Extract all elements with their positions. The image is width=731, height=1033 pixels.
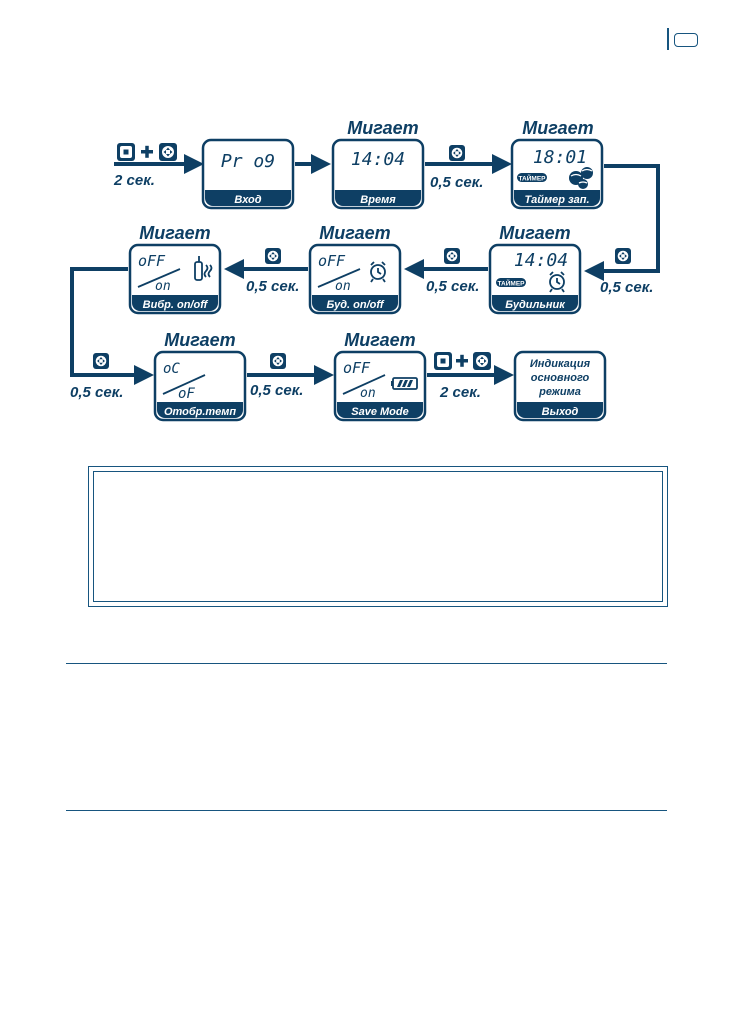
lcd-text: on — [360, 386, 376, 401]
edge-label: 0,5 сек. — [600, 279, 653, 296]
mode-button-icon — [117, 143, 135, 161]
node-label: Буд. on/off — [326, 299, 384, 311]
section-rule-top — [66, 663, 667, 664]
timer-bubbles-icon — [569, 167, 593, 189]
nav-button-icon — [449, 145, 465, 161]
node-heading: Мигает — [522, 118, 593, 138]
node-label: Выход — [542, 406, 579, 418]
edge-arrow — [70, 267, 154, 385]
lcd-slash — [342, 374, 386, 395]
lcd-text: oFF — [318, 252, 346, 270]
nav-button-icon — [265, 248, 281, 264]
node-prog: Вход Pr o9 — [201, 138, 295, 210]
node-label: Время — [360, 194, 396, 206]
section-rule-bottom — [66, 810, 667, 811]
note-box-inner — [93, 471, 663, 602]
edge-label: 2 сек. — [439, 384, 481, 401]
node-heading: Мигает — [139, 223, 210, 243]
nav-button-icon — [444, 248, 460, 264]
node-label: Вибр. on/off — [143, 299, 209, 311]
node-label: Save Mode — [351, 406, 408, 418]
lcd-text: 14:04 — [351, 149, 405, 170]
plus-icon — [456, 354, 468, 367]
lcd-text: on — [335, 279, 351, 294]
node-temp: Отобр.темп oC oF — [153, 350, 247, 422]
node-heading: Мигает — [347, 118, 418, 138]
nav-button-icon — [159, 143, 177, 161]
nav-button-icon — [473, 352, 491, 370]
node-label: Будильник — [505, 299, 566, 311]
nav-button-icon — [270, 353, 286, 369]
nav-button-icon — [615, 248, 631, 264]
svg-text:ТАЙМЕР: ТАЙМЕР — [497, 279, 525, 288]
node-exit: Выход Индикация основного режима — [513, 350, 607, 422]
edge-buttons — [434, 352, 491, 370]
lcd-text: oF — [178, 386, 195, 402]
lcd-text: 14:04 — [514, 250, 568, 271]
flow-diagram: 2 сек. Вход Pr o9 Мигает Время 14:04 0,5… — [70, 118, 660, 422]
edge-label: 0,5 сек. — [70, 384, 123, 401]
start-buttons — [117, 143, 177, 161]
edge-label: 0,5 сек. — [426, 278, 479, 295]
node-label: Вход — [234, 194, 261, 206]
exit-line: Индикация — [530, 358, 591, 370]
exit-line: режима — [538, 386, 581, 398]
svg-text:ТАЙМЕР: ТАЙМЕР — [518, 174, 546, 183]
node-label: Отобр.темп — [164, 406, 236, 418]
node-heading: Мигает — [344, 330, 415, 350]
lcd-slash — [137, 268, 181, 288]
lcd-slash — [317, 268, 361, 288]
edge-label: 0,5 сек. — [430, 174, 483, 191]
node-heading: Мигает — [319, 223, 390, 243]
mode-button-icon — [434, 352, 452, 370]
edge-label: 0,5 сек. — [246, 278, 299, 295]
node-heading: Мигает — [499, 223, 570, 243]
node-alarm-onoff: Буд. on/off oFF on — [308, 243, 402, 315]
lcd-text: oFF — [138, 252, 166, 270]
vibration-icon — [194, 256, 213, 281]
edge-label: 0,5 сек. — [250, 382, 303, 399]
lcd-text: oC — [163, 361, 180, 377]
note-box — [88, 466, 668, 607]
node-vibro-onoff: Вибр. on/off oFF on — [128, 243, 222, 315]
page-margin-mark — [667, 28, 669, 50]
edge-arrow — [584, 164, 660, 281]
node-save: Save Mode oFF on — [333, 350, 427, 422]
lcd-text: 18:01 — [533, 147, 587, 168]
alarm-clock-icon — [370, 261, 386, 283]
lcd-slash — [162, 374, 206, 395]
start-label: 2 сек. — [113, 172, 155, 189]
lcd-text: on — [155, 279, 171, 294]
node-alarm: Будильник 14:04 ТАЙМЕР — [488, 243, 582, 315]
timer-pill-icon: ТАЙМЕР — [517, 173, 547, 183]
lcd-text: oFF — [343, 359, 371, 377]
node-label: Таймер зап. — [524, 194, 589, 206]
lcd-text: Pr o9 — [221, 151, 275, 172]
nav-button-icon — [93, 353, 109, 369]
page-number-box — [674, 33, 698, 47]
node-timer: Таймер зап. 18:01 ТАЙМЕР — [510, 138, 604, 210]
exit-line: основного — [531, 372, 590, 384]
battery-icon — [391, 377, 418, 390]
node-heading: Мигает — [164, 330, 235, 350]
alarm-clock-icon — [549, 271, 565, 293]
plus-icon — [141, 145, 153, 158]
timer-pill-icon: ТАЙМЕР — [496, 278, 526, 288]
node-time: Время 14:04 — [331, 138, 425, 210]
